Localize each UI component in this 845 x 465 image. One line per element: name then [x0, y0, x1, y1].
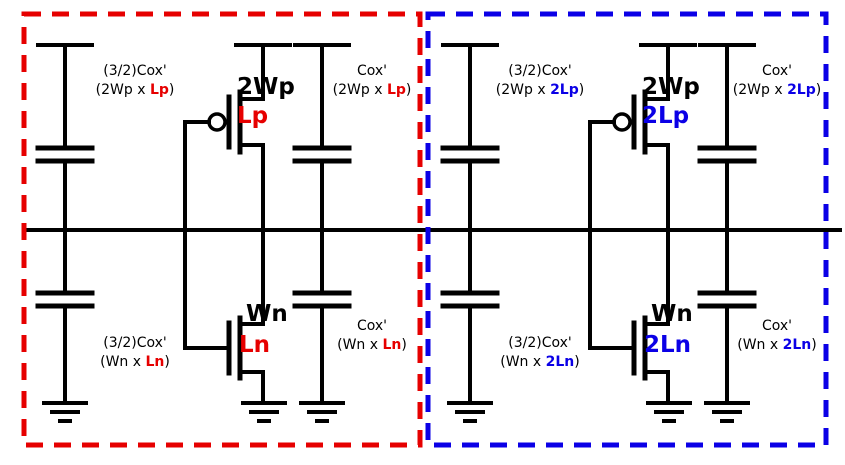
circuit-unit-right: [443, 45, 754, 421]
capacitor-branch-left: [35, 43, 95, 423]
left-dashed-box: [21, 11, 423, 448]
pmos-transistor: [183, 43, 292, 232]
ground-icon: [42, 401, 88, 423]
circuit-unit: [35, 43, 352, 423]
capacitor-branch-right: [292, 43, 352, 423]
wire: [238, 43, 265, 101]
inverter: [183, 43, 292, 423]
pmos-bubble-icon: [207, 112, 227, 132]
nmos-transistor: [183, 228, 287, 423]
wire: [238, 143, 265, 232]
right-dashed-box: [425, 11, 829, 448]
wire: [293, 43, 351, 150]
ground-icon: [241, 401, 287, 423]
wire: [238, 228, 265, 326]
wire: [238, 370, 265, 405]
wire: [36, 43, 94, 150]
ground-icon: [299, 401, 345, 423]
